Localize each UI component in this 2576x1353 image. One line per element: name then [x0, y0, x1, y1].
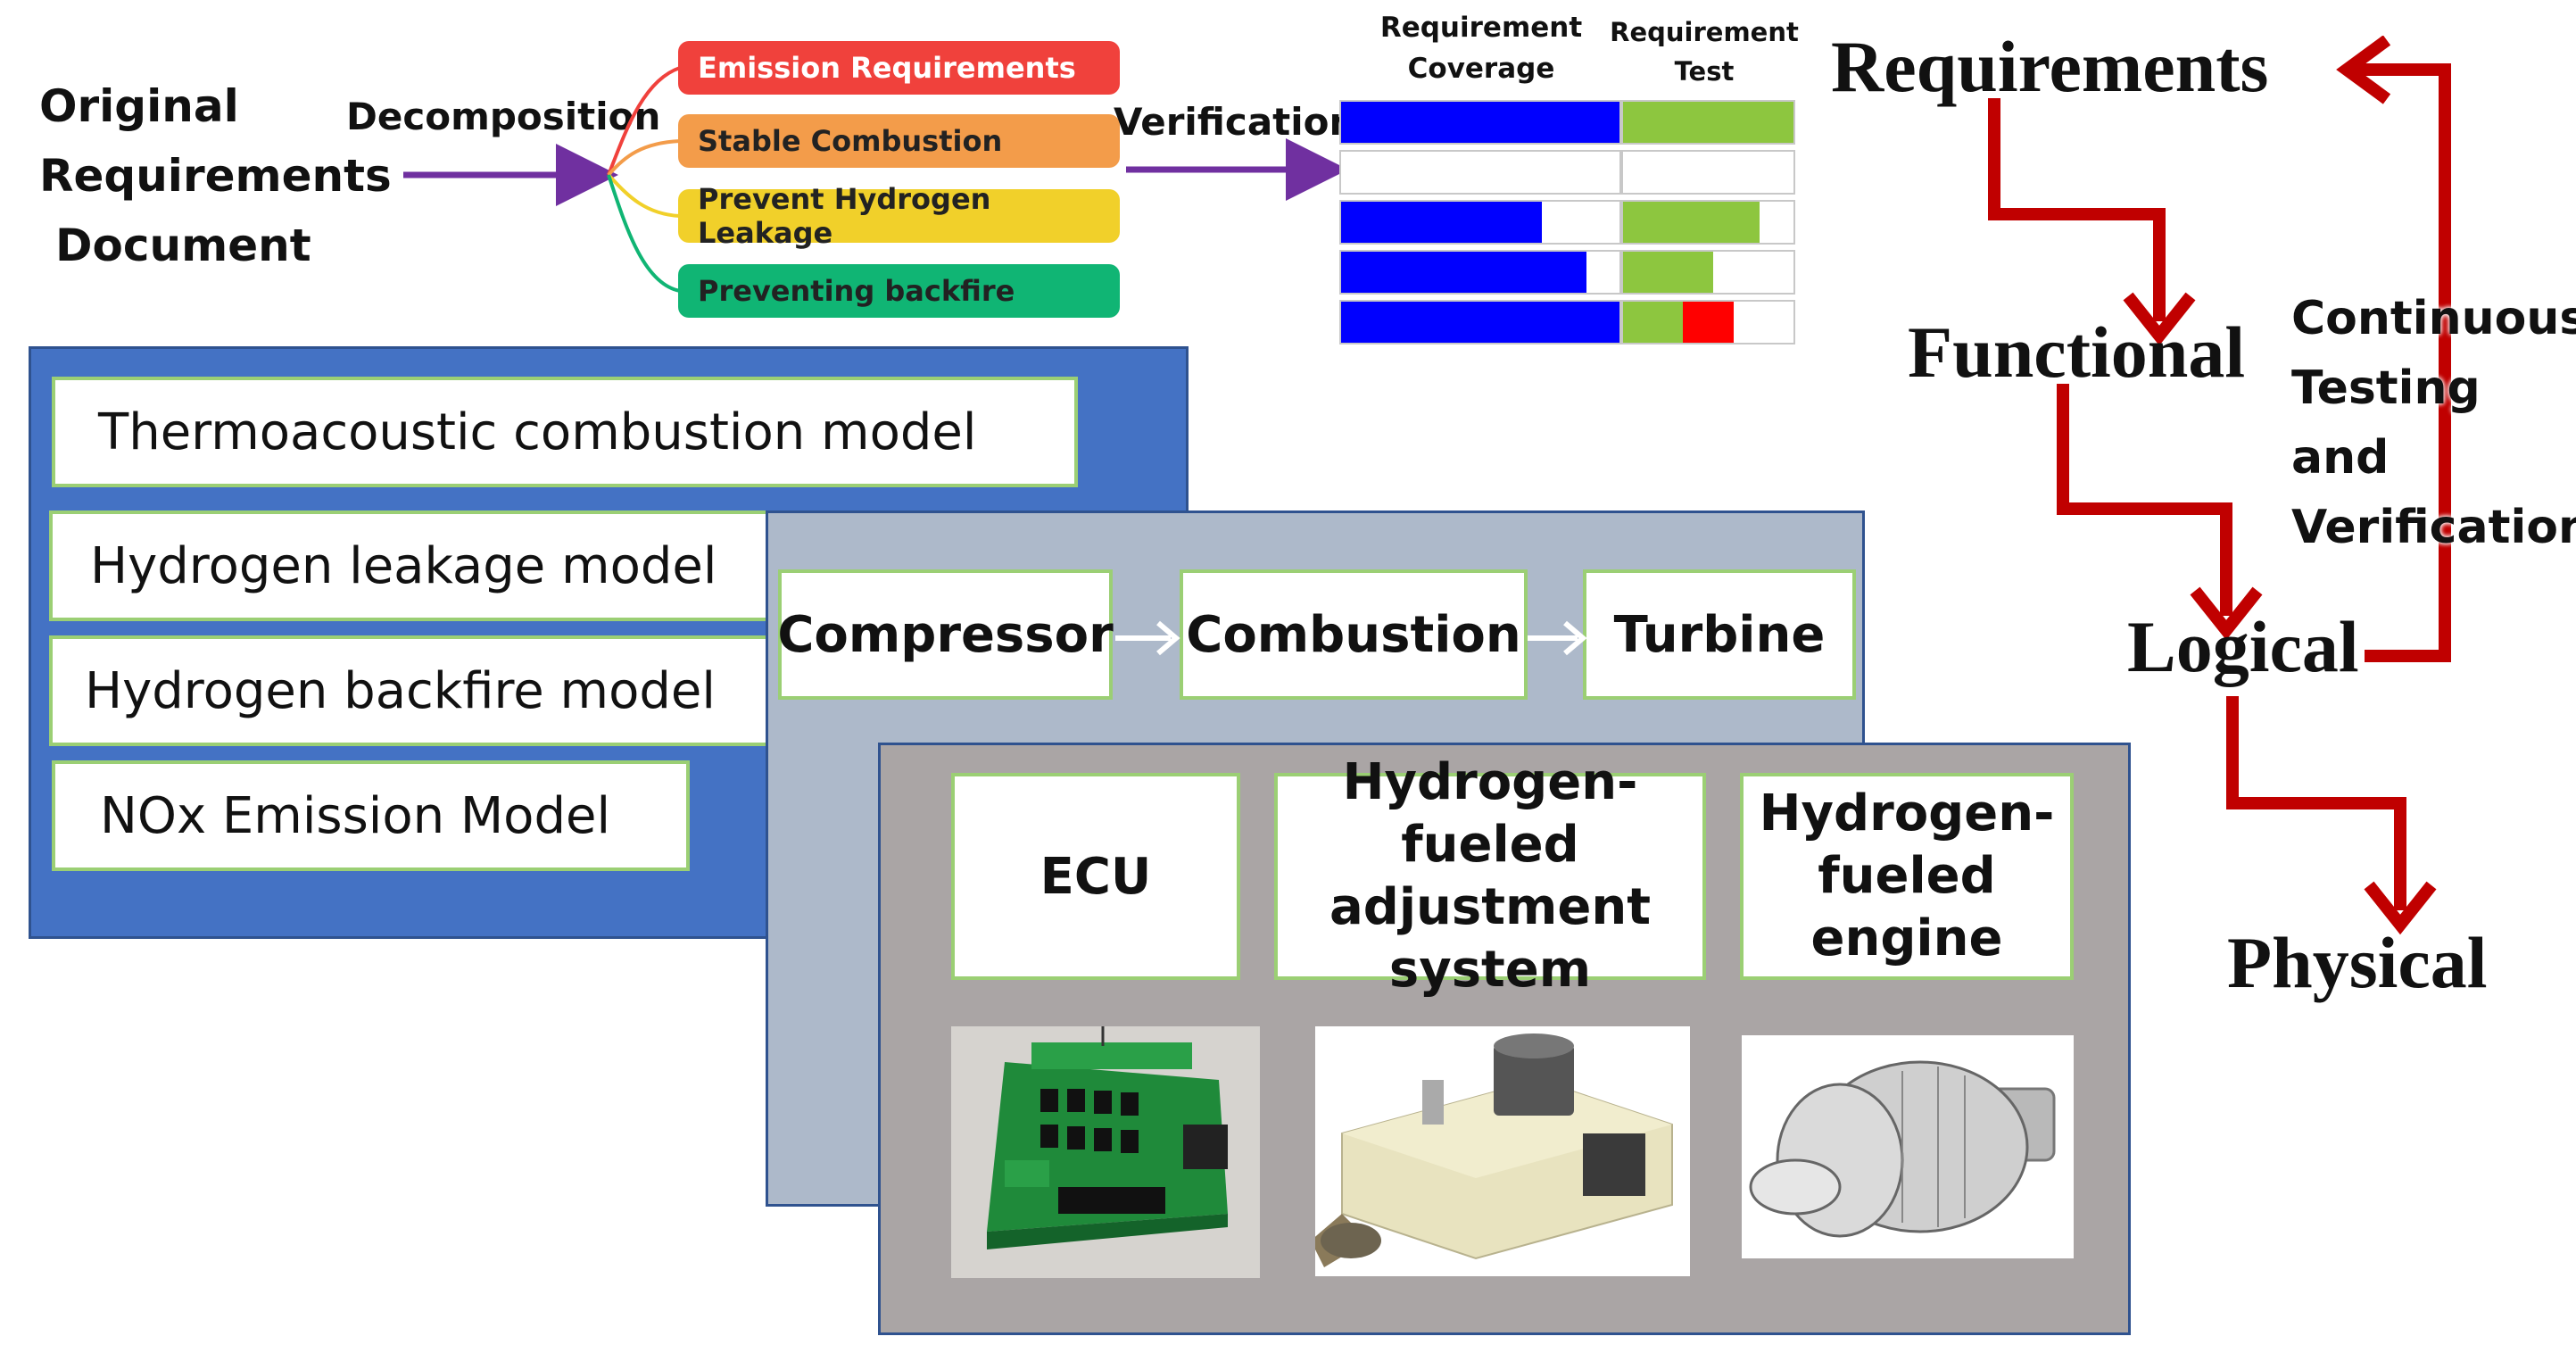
verification-row — [1339, 300, 1795, 344]
verification-row — [1339, 150, 1795, 195]
test-pass-fill — [1623, 202, 1760, 243]
arrow-logical-to-physical — [2226, 696, 2406, 910]
hydrogen-engine-image — [1742, 1035, 2074, 1258]
continuous-line-1: Continuous — [2291, 292, 2576, 345]
compressor-label: Compressor — [777, 605, 1114, 664]
physical-ecu: ECU — [951, 773, 1240, 980]
arrow-continuous-feedback — [2357, 63, 2451, 662]
arrow-logical-to-physical-head — [2364, 881, 2437, 935]
verification-row — [1339, 250, 1795, 295]
coverage-cell — [1339, 300, 1621, 344]
model-thermoacoustic: Thermoacoustic combustion model — [52, 377, 1078, 487]
test-cell — [1621, 100, 1795, 145]
requirement-stable-label: Stable Combustion — [698, 124, 1003, 158]
verification-label: Verification — [1114, 100, 1356, 144]
test-cell — [1621, 300, 1795, 344]
branch-leakage — [607, 173, 681, 218]
requirement-emission: Emission Requirements — [678, 41, 1120, 95]
continuous-line-3: Verification — [2291, 501, 2576, 554]
coverage-fill — [1341, 302, 1619, 343]
continuous-line-2: Testing and — [2291, 361, 2481, 485]
adjustment-system-image — [1311, 1026, 1690, 1276]
requirement-stable-combustion: Stable Combustion — [678, 114, 1120, 168]
turbine-label: Turbine — [1613, 605, 1826, 664]
arrow-combustion-to-turbine — [1528, 620, 1587, 656]
coverage-cell — [1339, 250, 1621, 295]
level-functional: Functional — [1908, 311, 2246, 393]
branch-stable — [607, 139, 681, 177]
coverage-header-line-2: Coverage — [1407, 53, 1555, 85]
original-doc-line-2: Requirements — [39, 150, 392, 202]
physical-engine: Hydrogen- fueled engine — [1740, 773, 2074, 980]
coverage-fill — [1341, 252, 1586, 293]
test-pass-fill — [1623, 252, 1714, 293]
logical-turbine: Turbine — [1583, 569, 1856, 700]
requirement-emission-label: Emission Requirements — [698, 51, 1076, 85]
branch-emission — [607, 66, 681, 176]
adjustment-line-1: Hydrogen-fueled — [1342, 753, 1638, 874]
model-nox-emission: NOx Emission Model — [52, 760, 690, 871]
combustion-label: Combustion — [1186, 605, 1521, 664]
coverage-header-line-1: Requirement — [1379, 12, 1583, 44]
ecu-label: ECU — [1040, 847, 1152, 906]
decomposition-connectors — [403, 66, 1348, 293]
arrow-functional-to-logical-head — [2190, 586, 2263, 641]
test-pass-fill — [1623, 302, 1683, 343]
test-cell — [1621, 200, 1795, 245]
branch-backfire — [607, 174, 681, 293]
arrow-continuous-feedback-head — [2336, 36, 2391, 104]
level-physical: Physical — [2227, 922, 2488, 1003]
coverage-cell — [1339, 150, 1621, 195]
verification-row — [1339, 100, 1795, 145]
original-requirements-document-label: Original Requirements Document — [39, 71, 392, 280]
logical-flow-arrows — [1115, 620, 1587, 656]
test-header-line-1: Requirement — [1610, 17, 1799, 47]
test-header: Requirement Test — [1606, 12, 1802, 91]
requirement-hydrogen-leakage: Prevent Hydrogen Leakage — [678, 182, 1120, 250]
level-logical: Logical — [2127, 606, 2359, 687]
test-cell — [1621, 250, 1795, 295]
arrow-requirements-to-functional — [1988, 98, 2166, 321]
arrow-compressor-to-combustion — [1115, 620, 1180, 656]
engine-line-1: Hydrogen- — [1759, 784, 2055, 843]
arrow-functional-to-logical — [2057, 384, 2232, 616]
test-pass-fill — [1623, 102, 1793, 143]
requirement-backfire: Preventing backfire — [678, 264, 1120, 318]
continuous-testing-label: Continuous Testing and Verification — [2291, 284, 2576, 562]
requirement-backfire-label: Preventing backfire — [698, 274, 1015, 308]
mbse-flow-arrows — [1988, 36, 2451, 935]
test-header-line-2: Test — [1674, 56, 1735, 87]
test-cell — [1621, 150, 1795, 195]
coverage-cell — [1339, 200, 1621, 245]
model-nox-label: NOx Emission Model — [100, 786, 611, 845]
engine-line-3: engine — [1810, 909, 2003, 967]
model-hydrogen-backfire: Hydrogen backfire model — [49, 635, 781, 746]
original-doc-line-1: Original — [39, 80, 239, 132]
logical-compressor: Compressor — [777, 569, 1114, 700]
verification-row — [1339, 200, 1795, 245]
model-leakage-label: Hydrogen leakage model — [90, 536, 717, 595]
model-hydrogen-leakage: Hydrogen leakage model — [49, 510, 781, 621]
original-doc-line-3: Document — [55, 220, 311, 271]
coverage-header: Requirement Coverage — [1365, 7, 1597, 89]
adjustment-line-2: adjustment — [1329, 878, 1651, 936]
test-fail-fill — [1682, 302, 1735, 343]
arrow-requirements-to-functional-head — [2123, 292, 2196, 346]
engine-line-2: fueled — [1818, 847, 1996, 905]
ecu-board-image — [951, 1026, 1260, 1278]
model-thermoacoustic-label: Thermoacoustic combustion model — [98, 403, 977, 461]
coverage-fill — [1341, 102, 1619, 143]
coverage-fill — [1341, 202, 1542, 243]
level-requirements: Requirements — [1831, 26, 2269, 107]
requirement-leakage-label: Prevent Hydrogen Leakage — [698, 182, 991, 250]
adjustment-line-3: system — [1388, 941, 1592, 999]
model-backfire-label: Hydrogen backfire model — [85, 661, 716, 720]
physical-adjustment-system: Hydrogen-fueled adjustment system — [1274, 753, 1706, 999]
decomposition-label: Decomposition — [346, 95, 661, 138]
coverage-cell — [1339, 100, 1621, 145]
logical-combustion: Combustion — [1180, 569, 1528, 700]
